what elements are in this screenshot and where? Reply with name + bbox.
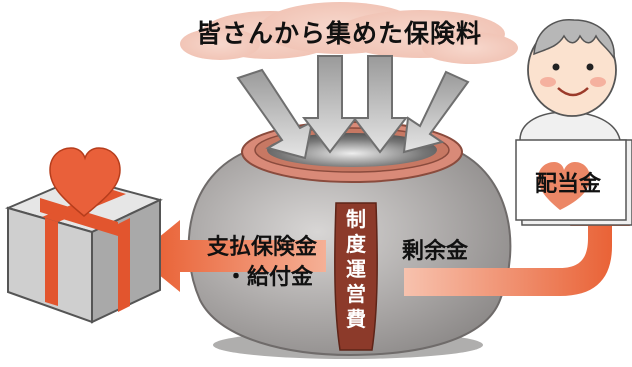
heart-icon (49, 147, 121, 217)
premiums-collected-label: 皆さんから集めた保険料 (196, 19, 483, 48)
payout-label-line1: 支払保険金 (207, 235, 318, 260)
dividend-arrow (404, 190, 630, 296)
admin-cost-band (334, 202, 378, 351)
dividend-label: 配当金 (535, 172, 602, 197)
payout-arrow (136, 220, 326, 292)
person-icon (515, 19, 632, 226)
surplus-label: 剰余金 (402, 239, 469, 264)
admin-cost-label: 制度運営費 (346, 207, 366, 331)
gray-arrows-into-pot (236, 55, 470, 160)
payout-label-line2: ・給付金 (225, 265, 314, 290)
premium-cloud (180, 2, 518, 64)
